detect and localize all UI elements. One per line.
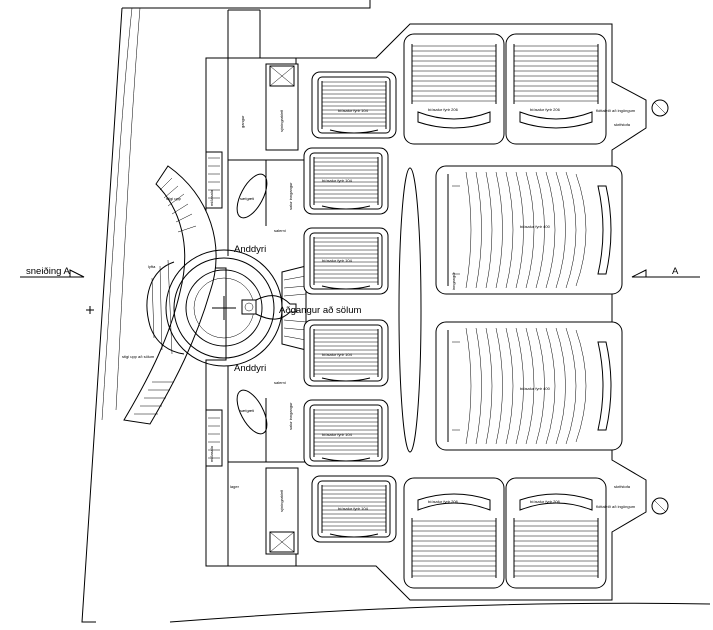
entrance-label: Aðgangur að sölum bbox=[279, 305, 361, 316]
hall-104-1 bbox=[311, 71, 397, 139]
hall-206-3 bbox=[403, 477, 505, 589]
storage-label: lager bbox=[230, 484, 240, 489]
rotunda-core bbox=[185, 269, 263, 347]
site-boundary-left bbox=[81, 7, 123, 623]
site-curve bbox=[101, 7, 133, 421]
ticket-label-bottom: miðasala bbox=[209, 445, 214, 462]
control-room-label-bottom: sýningarklefi bbox=[279, 490, 284, 512]
hall-label-104-3: bíósalur fyrir 104 bbox=[322, 258, 353, 263]
hall-206-4 bbox=[505, 477, 607, 589]
hall-label-104-1: bíósalur fyrir 104 bbox=[338, 108, 369, 113]
hall-label-104-4: bíósalur fyrir 104 bbox=[322, 352, 353, 357]
hall-206-2 bbox=[505, 33, 607, 145]
ticket-label-top: miðasala bbox=[209, 189, 214, 206]
hall-label-206-1: bíósalur fyrir 206 bbox=[428, 107, 459, 112]
wc-label-bottom: salerni bbox=[274, 380, 286, 385]
section-label-left: sneiðing A bbox=[26, 266, 71, 277]
hall-label-104-6: bíósalur fyrir 104 bbox=[338, 506, 369, 511]
hall-label-206-4: bíósalur fyrir 206 bbox=[530, 499, 561, 504]
corridor-label: gangur bbox=[240, 115, 245, 128]
kiosk-label-top: sælgæti bbox=[240, 196, 254, 201]
emergency-exit-label-bottom: flóttaleið að ingöngum bbox=[596, 504, 636, 509]
site-top bbox=[122, 0, 371, 9]
office-label-bottom: skrifstofa bbox=[614, 484, 631, 489]
side-entry-label: inngangur bbox=[451, 272, 456, 290]
site-bottom bbox=[169, 602, 711, 623]
hall-label-206-3: bíósalur fyrir 206 bbox=[428, 499, 459, 504]
curved-stair-tower bbox=[123, 165, 217, 425]
hall-400-1 bbox=[435, 165, 623, 295]
hall-label-400-2: bíósalur fyrir 400 bbox=[520, 386, 551, 391]
stair-label: stigi upp bbox=[166, 196, 182, 201]
wc-label-top: salerni bbox=[274, 228, 286, 233]
hall-label-104-2: bíósalur fyrir 104 bbox=[322, 178, 353, 183]
control-room-label-top: sýningarklefi bbox=[279, 110, 284, 132]
hall-entry-label-bottom: salur inngangur bbox=[288, 402, 293, 430]
hall-206-1 bbox=[403, 33, 505, 145]
elevator-label: lyfta bbox=[148, 264, 156, 269]
site-curve-inner bbox=[115, 7, 141, 411]
hall-label-400-1: bíósalur fyrir 400 bbox=[520, 224, 551, 229]
hall-entry-label-top: salur inngangur bbox=[288, 182, 293, 210]
kiosk-label-bottom: sælgæti bbox=[240, 408, 254, 413]
lobby-label-bottom: Anddyri bbox=[234, 363, 266, 374]
hall-label-206-2: bíósalur fyrir 206 bbox=[530, 107, 561, 112]
lobby-label-top: Anddyri bbox=[234, 244, 266, 255]
office-label-top: skrifstofa bbox=[614, 122, 631, 127]
section-label-right: A bbox=[672, 266, 679, 277]
hall-label-104-5: bíósalur fyrir 104 bbox=[322, 432, 353, 437]
central-corridor bbox=[398, 167, 422, 453]
stair-up-label: stigi upp að sölum bbox=[122, 354, 155, 359]
emergency-exit-label-top: flóttaleið að ingöngum bbox=[596, 108, 636, 113]
